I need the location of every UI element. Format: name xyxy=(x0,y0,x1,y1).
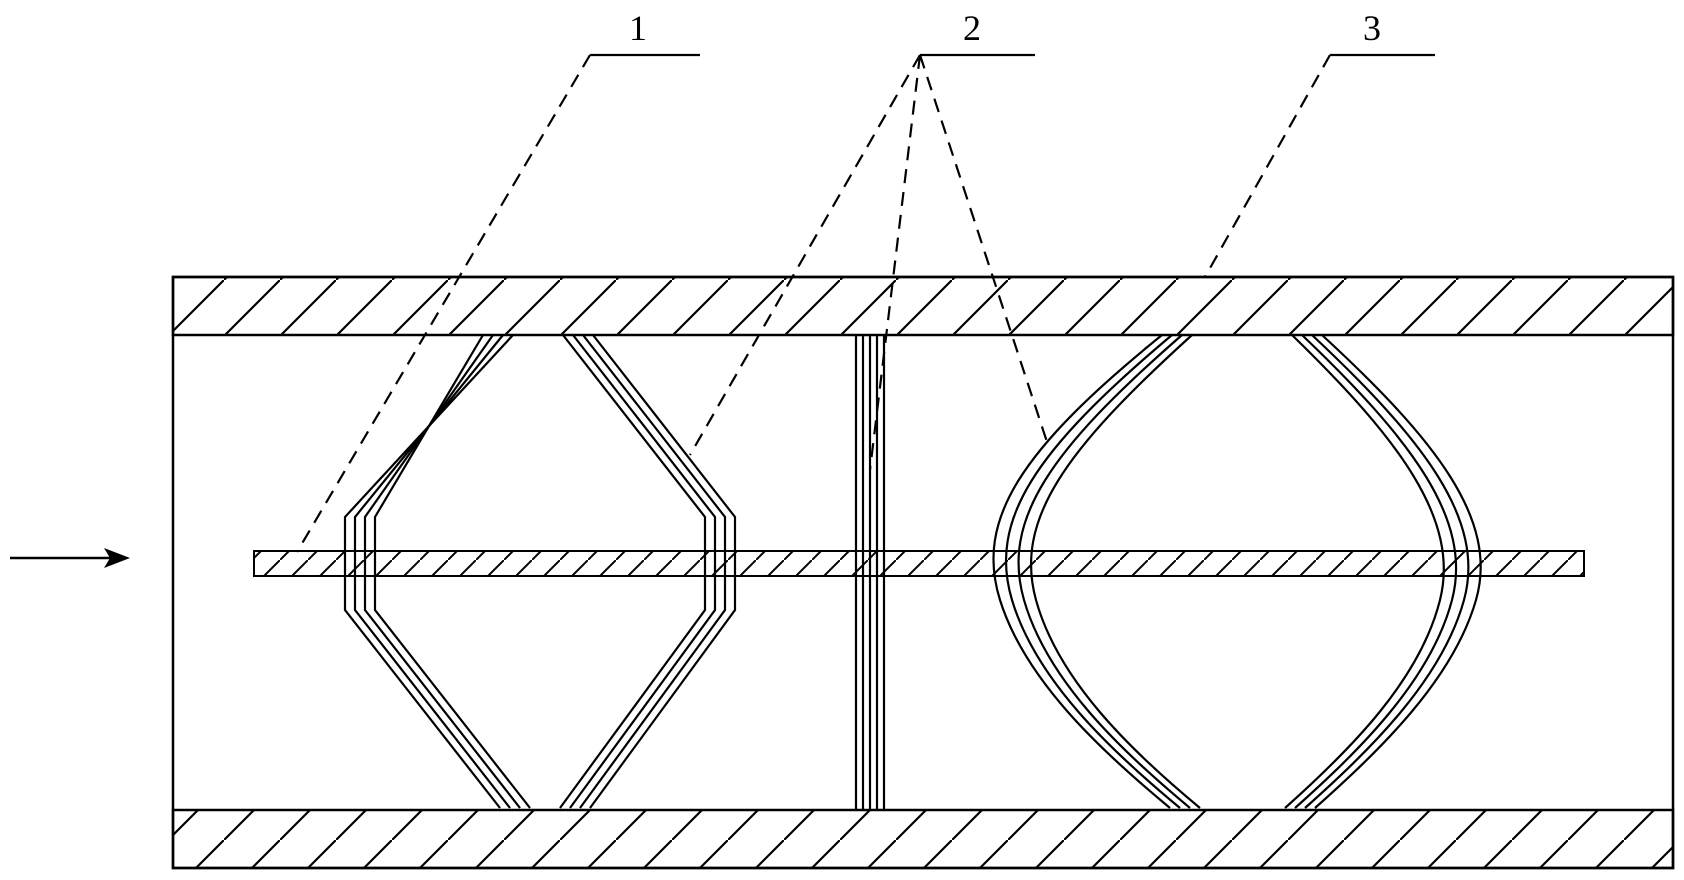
arrow-right-icon xyxy=(10,548,130,568)
pipe-wall-bottom xyxy=(171,808,1675,870)
vane-element-curved xyxy=(992,334,1482,809)
vane-element-left xyxy=(343,334,737,809)
callout-label-1: 1 xyxy=(629,8,647,48)
callout-label-2: 2 xyxy=(963,8,981,48)
pipe-wall-top xyxy=(171,275,1675,337)
vane-element-straight xyxy=(854,335,886,810)
central-rod xyxy=(253,550,1585,577)
callout-label-3: 3 xyxy=(1363,8,1381,48)
leader-lines xyxy=(296,53,1435,553)
